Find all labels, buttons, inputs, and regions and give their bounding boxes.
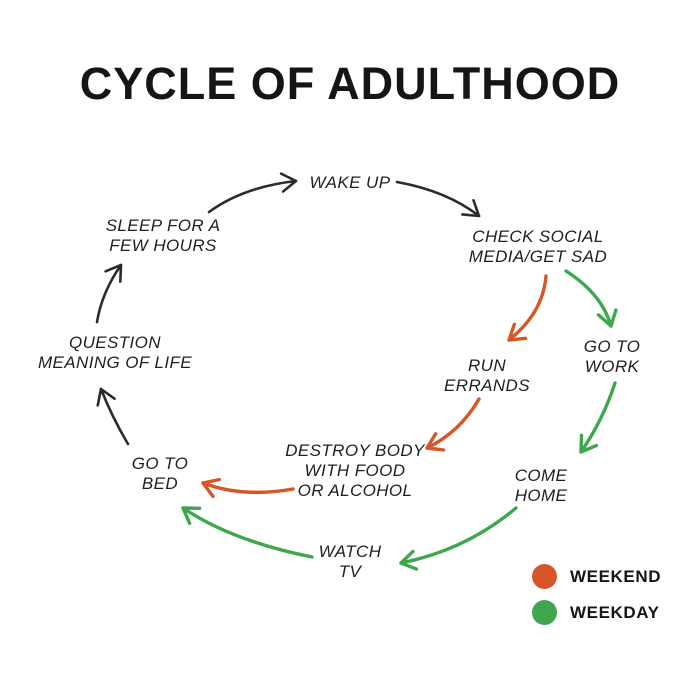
legend-label: WEEKEND [570,566,662,586]
node-label-line: WATCH [318,542,382,561]
arrow-sleep-for-a-few-hours-to-wake-up [207,172,298,214]
legend-item-weekday: WEEKDAY [532,600,661,625]
node-label-line: GO TO [583,337,641,356]
node-label-line: TV [338,562,362,581]
legend-item-weekend: WEEKEND [532,564,661,589]
arrow-go-to-work-to-come-home [579,381,617,454]
arrow-run-errands-to-destroy-body [425,397,481,452]
node-label-line: RUN [467,356,507,375]
node-label-line: BED [141,474,179,493]
arrow-go-to-bed-to-question-meaning-of-life [96,387,130,446]
node-label-line: FEW HOURS [109,236,217,255]
arrow-watch-tv-to-go-to-bed [181,506,314,559]
node-label-line: HOME [514,486,568,505]
node-label-line: QUESTION [69,333,161,352]
arrow-come-home-to-watch-tv [399,506,518,571]
page-title: CYCLE OF ADULTHOOD [79,58,621,109]
node-wake-up: WAKE UP [310,173,391,193]
node-label-line: CHECK SOCIAL [472,227,604,246]
node-label-line: MEDIA/GET SAD [468,247,608,266]
legend-label: WEEKDAY [570,602,660,622]
node-label-line: SLEEP FOR A [105,216,221,235]
node-label-line: WORK [584,357,640,376]
node-label-line: DESTROY BODY [285,441,425,460]
node-label-line: WITH FOOD [304,461,406,480]
arrow-check-social-media-to-run-errands [507,274,548,342]
node-label-line: OR ALCOHOL [297,481,413,500]
node-label-line: COME [514,466,568,485]
arrow-destroy-body-to-go-to-bed [201,477,295,499]
arrow-question-meaning-of-life-to-sleep-for-a-few-hours [95,263,123,324]
arrow-wake-up-to-check-social-media [395,180,481,218]
weekday-dot-icon [532,600,557,625]
node-label-line: WAKE UP [309,173,391,192]
legend: WEEKEND WEEKDAY [532,564,661,625]
weekend-dot-icon [532,564,557,589]
node-label-line: GO TO [131,454,189,473]
node-label-line: MEANING OF LIFE [38,353,192,372]
node-label-line: ERRANDS [444,376,530,395]
arrow-check-social-media-to-go-to-work [564,269,618,328]
